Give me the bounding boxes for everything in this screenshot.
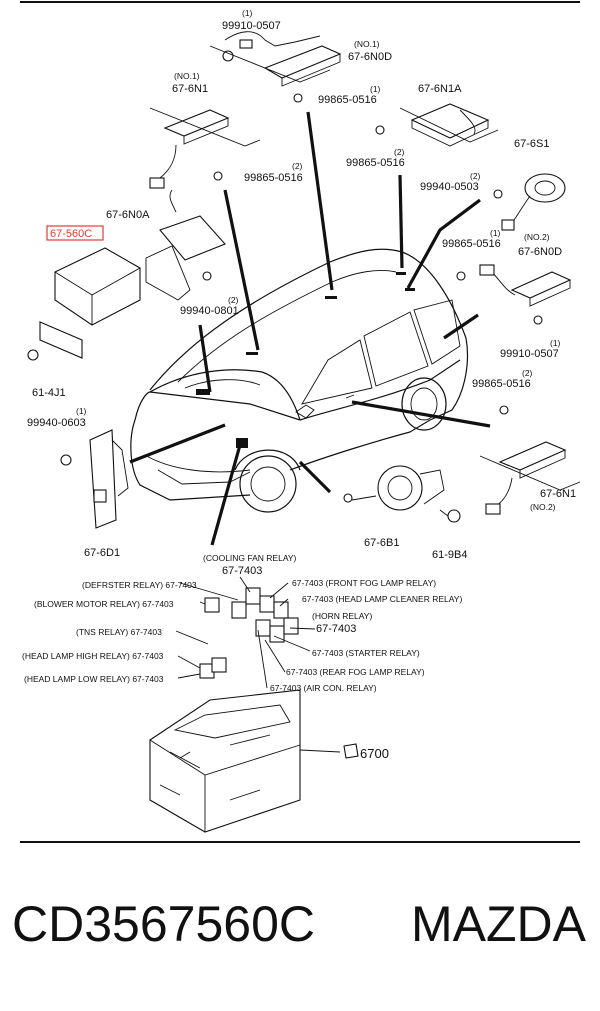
label-99865-c: 99865-0516 [346, 157, 405, 169]
fuse-box [149, 689, 359, 833]
label-no1-left: (NO.1) [174, 71, 200, 81]
label-99940-0801: 99940-0801 [180, 305, 239, 317]
label-front-fog-relay: 67-7403 (FRONT FOG LAMP RELAY) [292, 578, 436, 588]
label-67-6N0D-right: 67-6N0D [518, 246, 562, 258]
highlight-box [46, 225, 104, 241]
label-defroster-relay: (DEFRSTER RELAY) 67-7403 [82, 580, 197, 590]
label-67-6N1-left: 67-6N1 [172, 83, 208, 95]
module-67-560C [27, 247, 141, 361]
part-number-text: CD3567560C [12, 896, 315, 952]
label-99910-right: 99910-0507 [500, 348, 559, 360]
label-horn-caption: (HORN RELAY) [312, 611, 372, 621]
bolt-61-9B4 [439, 509, 461, 523]
caption-bar: CD3567560C MAZDA [0, 895, 600, 975]
lamp-67-6N0D-right [479, 264, 572, 325]
horn-67-6B1 [343, 465, 445, 511]
label-horn-num: 67-7403 [316, 623, 356, 635]
label-67-6N0D-top: 67-6N0D [348, 51, 392, 63]
label-61-9B4: 61-9B4 [432, 549, 467, 561]
lamp-67-6N1-right [479, 441, 581, 515]
lamp-67-6N1A [399, 103, 499, 147]
label-starter-relay: 67-7403 (STARTER RELAY) [312, 648, 420, 658]
label-99910-top-qty: (1) [242, 8, 253, 18]
label-99940-0503-qty: (2) [470, 171, 481, 181]
label-head-lamp-high-relay: (HEAD LAMP HIGH RELAY) 67-7403 [22, 651, 164, 661]
label-99865-e: 99865-0516 [472, 378, 531, 390]
relay-labels: (COOLING FAN RELAY) 67-7403 (DEFRSTER RE… [22, 553, 462, 693]
part-labels: (1) 99910-0507 (NO.1) 67-6N0D (NO.1) 67-… [27, 8, 576, 761]
lamp-67-6N1-left [149, 107, 261, 189]
label-99910-top: 99910-0507 [222, 20, 281, 32]
label-tns-relay: (TNS RELAY) 67-7403 [76, 627, 162, 637]
label-67-6S1: 67-6S1 [514, 138, 549, 150]
label-99940-0603: 99940-0603 [27, 417, 86, 429]
label-67-560C: 67-560C [50, 228, 92, 240]
label-cooling-fan-caption: (COOLING FAN RELAY) [203, 553, 297, 563]
vehicle-outline [130, 248, 469, 513]
parts-diagram: (1) 99910-0507 (NO.1) 67-6N0D (NO.1) 67-… [20, 1, 581, 843]
sensor-67-6D1 [60, 429, 129, 529]
label-99865-d-qty: (1) [490, 228, 501, 238]
label-99865-a-qty: (1) [370, 84, 381, 94]
label-67-6N1-right: 67-6N1 [540, 488, 576, 500]
label-99940-0801-qty: (2) [228, 295, 239, 305]
label-air-con-relay: 67-7403 (AIR CON. RELAY) [270, 683, 377, 693]
fasteners [213, 93, 509, 415]
label-99865-c-qty: (2) [394, 147, 405, 157]
switch-67-6S1 [501, 173, 566, 231]
label-67-6D1: 67-6D1 [84, 547, 120, 559]
label-99865-a: 99865-0516 [318, 94, 377, 106]
label-99865-d: 99865-0516 [442, 238, 501, 250]
label-6700: 6700 [360, 746, 389, 761]
label-no1-top: (NO.1) [354, 39, 380, 49]
label-67-6B1: 67-6B1 [364, 537, 399, 549]
lamp-67-6N0D-top [209, 31, 342, 87]
label-no2-right: (NO.2) [524, 232, 550, 242]
bracket-67-6N0A [145, 189, 226, 301]
label-head-lamp-low-relay: (HEAD LAMP LOW RELAY) 67-7403 [24, 674, 164, 684]
brand-text: MAZDA [411, 896, 586, 952]
relay-cluster [175, 576, 316, 689]
label-61-4J1: 61-4J1 [32, 387, 66, 399]
label-no2-bottom: (NO.2) [530, 502, 556, 512]
label-67-6N1A: 67-6N1A [418, 83, 462, 95]
label-99910-right-qty: (1) [550, 338, 561, 348]
label-rear-fog-relay: 67-7403 (REAR FOG LAMP RELAY) [286, 667, 425, 677]
leader-lines [129, 111, 491, 546]
label-67-6N0A: 67-6N0A [106, 209, 150, 221]
label-head-lamp-cleaner-relay: 67-7403 (HEAD LAMP CLEANER RELAY) [302, 594, 462, 604]
label-99865-b-qty: (2) [292, 161, 303, 171]
label-99940-0503: 99940-0503 [420, 181, 479, 193]
label-99865-e-qty: (2) [522, 368, 533, 378]
label-cooling-fan-num: 67-7403 [222, 565, 262, 577]
label-99940-0603-qty: (1) [76, 406, 87, 416]
label-blower-motor-relay: (BLOWER MOTOR RELAY) 67-7403 [34, 599, 174, 609]
label-99865-b: 99865-0516 [244, 172, 303, 184]
